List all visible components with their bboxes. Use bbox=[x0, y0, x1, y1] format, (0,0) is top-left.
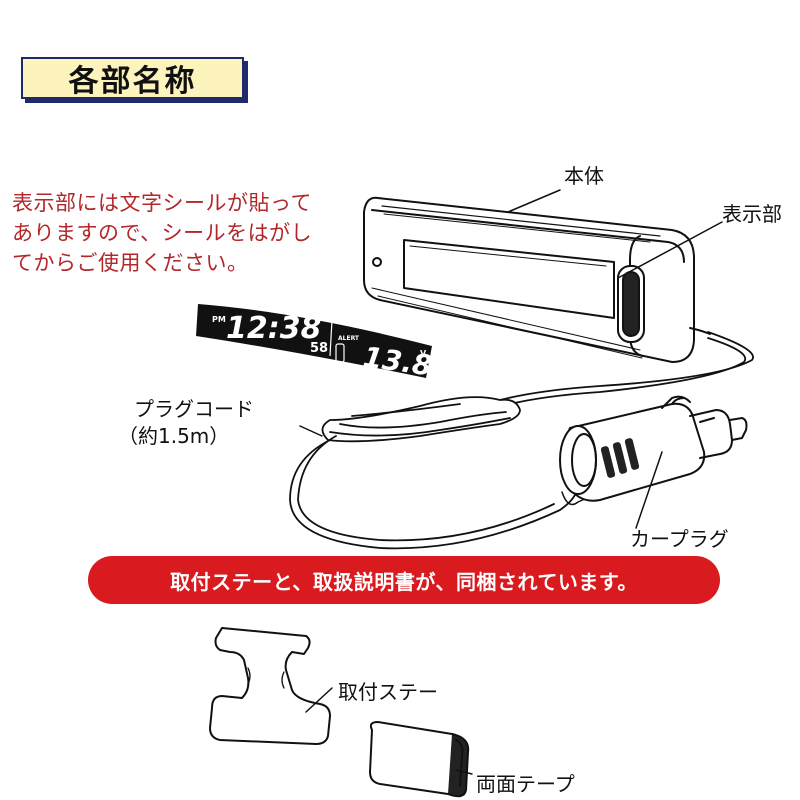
leader-lines bbox=[299, 189, 723, 775]
sticker-time: 12:38 bbox=[226, 311, 322, 346]
mounting-stay bbox=[209, 627, 331, 745]
sticker-seconds: 58 bbox=[310, 341, 328, 356]
sticker-alert: ALERT bbox=[338, 335, 360, 342]
note-line-2: ありますので、シールをはがし bbox=[12, 221, 313, 245]
label-plug-cord-line1: プラグコード bbox=[134, 397, 254, 421]
note-line-1: 表示部には文字シールが貼って bbox=[12, 191, 312, 215]
sticker-pm: PM bbox=[212, 315, 226, 324]
included-items-banner: 取付ステーと、取扱説明書が、同梱されています。 bbox=[88, 556, 720, 604]
label-body: 本体 bbox=[564, 164, 604, 188]
double-sided-tape bbox=[369, 721, 470, 798]
label-display: 表示部 bbox=[722, 202, 782, 226]
display-sticker: PM 12:38 58 ALERT 13.8 V bbox=[196, 304, 434, 383]
label-stay: 取付ステー bbox=[338, 680, 438, 704]
label-tape: 両面テープ bbox=[476, 772, 575, 796]
section-title: 各部名称 bbox=[21, 57, 244, 99]
sticker-unit: V bbox=[420, 349, 427, 358]
label-car-plug: カープラグ bbox=[630, 527, 729, 551]
note-line-3: てからご使用ください。 bbox=[12, 251, 249, 275]
car-plug bbox=[559, 395, 748, 506]
plug-cord bbox=[289, 331, 754, 550]
main-unit bbox=[363, 196, 711, 363]
sticker-note: 表示部には文字シールが貼って ありますので、シールをはがし てからご使用ください… bbox=[12, 188, 357, 278]
label-plug-cord-line2: （約1.5m） bbox=[118, 424, 230, 448]
section-title-text: 各部名称 bbox=[68, 64, 197, 99]
banner-text: 取付ステーと、取扱説明書が、同梱されています。 bbox=[170, 569, 638, 594]
sticker-battery-icon bbox=[335, 343, 345, 363]
